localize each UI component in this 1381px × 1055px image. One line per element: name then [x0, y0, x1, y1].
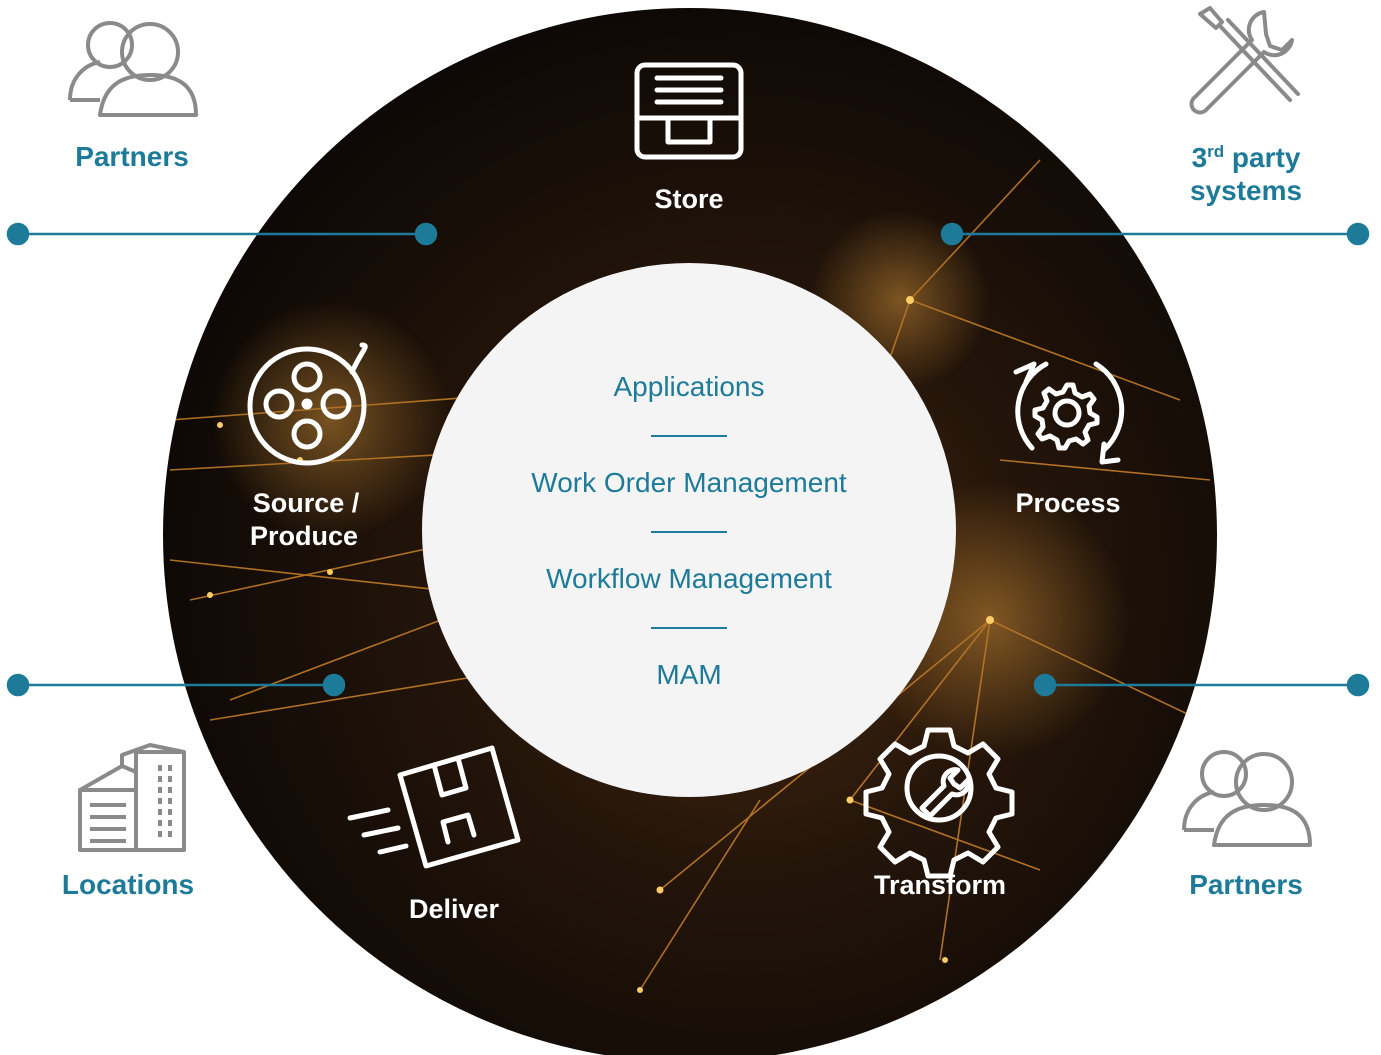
partners-top-left-label: Partners — [75, 141, 189, 172]
process-label: Process — [1015, 488, 1120, 518]
deliver-label: Deliver — [409, 894, 500, 924]
file-drawer-icon — [634, 62, 744, 160]
rotating-gear-icon — [1013, 361, 1125, 465]
partners-bottom-right-label: Partners — [1189, 869, 1303, 900]
third-party-label-line1: 3rd party — [1192, 142, 1301, 173]
film-reel-icon — [247, 342, 368, 466]
segment-source: Source / Produce — [247, 342, 368, 551]
center-circle: Applications Work Order Management Workf… — [422, 263, 956, 797]
locations-label: Locations — [62, 869, 194, 900]
segment-process: Process — [1013, 361, 1125, 518]
connector-partners-bottom-right — [1033, 673, 1370, 697]
connector-locations — [6, 673, 346, 697]
source-label-line1: Source / — [253, 488, 360, 518]
segment-transform: Transform — [863, 727, 1015, 900]
store-label: Store — [654, 184, 723, 214]
outer-third-party: 3rd party systems — [1189, 6, 1302, 206]
center-item-applications: Applications — [614, 371, 765, 402]
gear-wrench-icon — [863, 727, 1015, 879]
segment-store: Store — [634, 62, 744, 214]
third-party-label-line2: systems — [1190, 175, 1302, 206]
moving-box-icon — [347, 745, 521, 869]
outer-partners-bottom-right: Partners — [1182, 750, 1312, 900]
building-icon — [78, 743, 186, 852]
segment-deliver: Deliver — [347, 745, 521, 924]
source-label-line2: Produce — [250, 521, 358, 551]
center-item-workflow: Workflow Management — [546, 563, 832, 594]
tools-icon — [1189, 6, 1300, 115]
outer-partners-top-left: Partners — [68, 21, 198, 172]
center-item-work-order: Work Order Management — [531, 467, 847, 498]
connector-third-party — [940, 222, 1370, 246]
connector-partners-top-left — [6, 222, 438, 246]
people-icon — [1182, 750, 1312, 847]
outer-locations: Locations — [62, 743, 194, 900]
people-icon — [68, 21, 198, 117]
center-item-mam: MAM — [656, 659, 721, 690]
transform-label: Transform — [874, 870, 1006, 900]
